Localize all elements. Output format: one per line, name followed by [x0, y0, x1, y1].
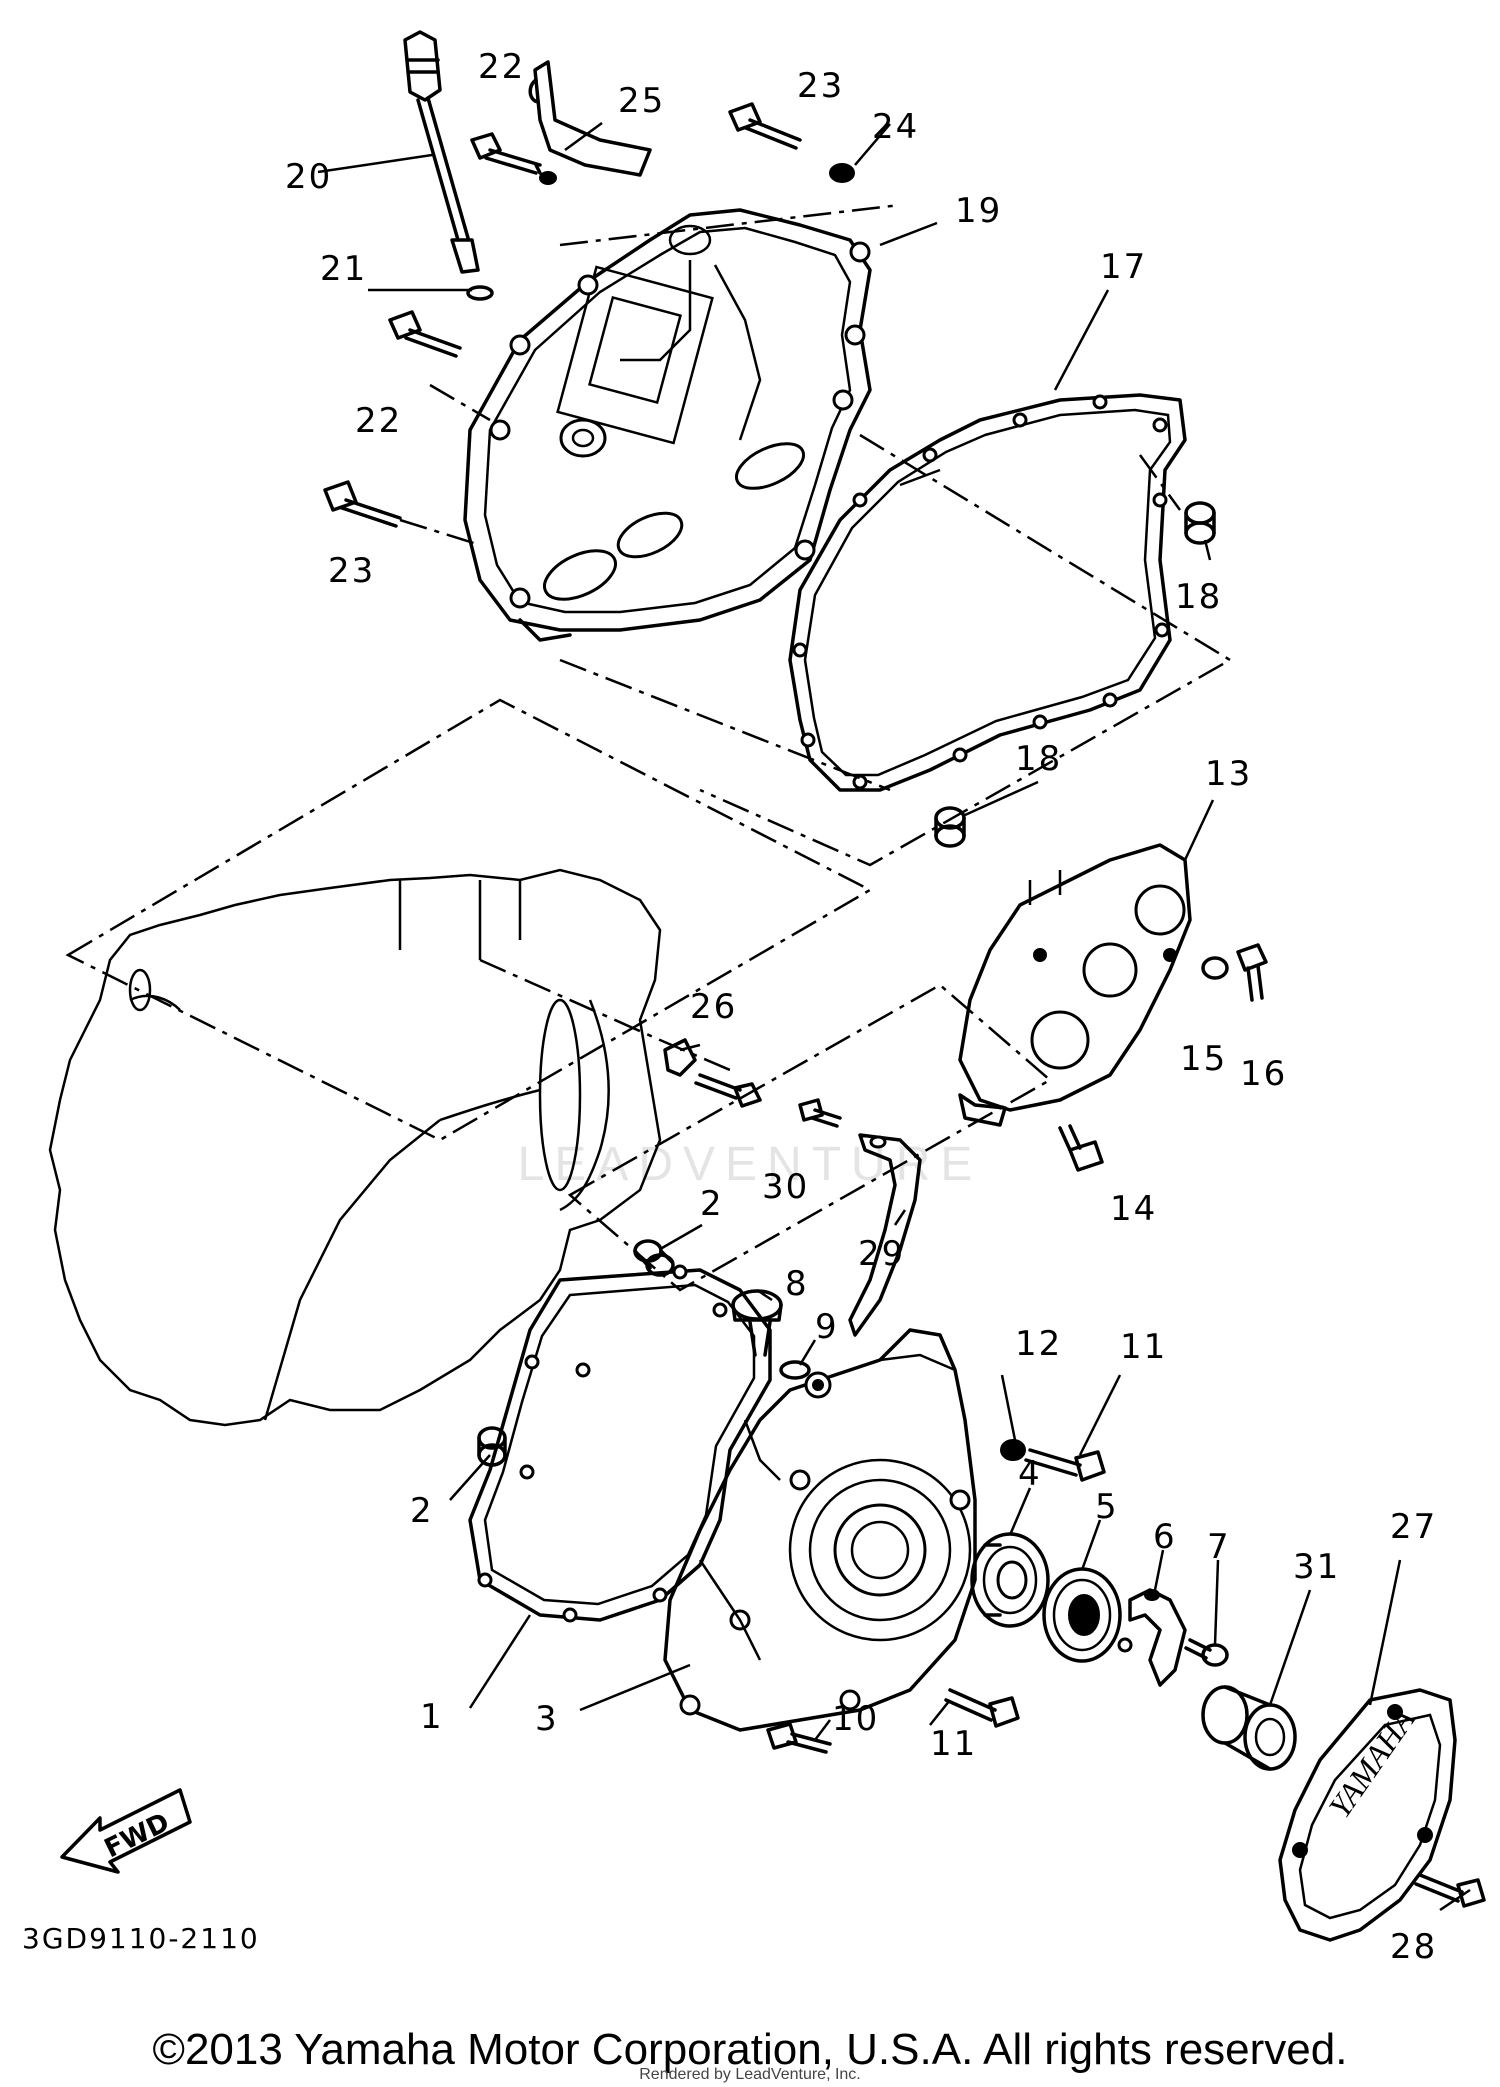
callout-31: 31 [1293, 1547, 1340, 1587]
callout-1: 1 [420, 1697, 444, 1737]
callout-22-upper: 22 [478, 47, 525, 87]
callout-29: 29 [858, 1234, 905, 1274]
o-ring-9 [779, 1360, 811, 1380]
oil-filler-plug-8 [731, 1289, 783, 1357]
callout-4: 4 [1018, 1454, 1042, 1494]
bolt-23-lower [323, 480, 402, 528]
bolt-28 [1414, 1873, 1486, 1908]
cover-logo: YAMAHA [1321, 1701, 1422, 1824]
callout-25: 25 [618, 81, 665, 121]
callout-27: 27 [1390, 1507, 1437, 1547]
dowel-pin-18-upper [1184, 501, 1216, 545]
callout-12: 12 [1015, 1324, 1062, 1364]
oil-seal-5 [1042, 1567, 1122, 1663]
crankcase-cover-upper [463, 208, 872, 642]
callout-16: 16 [1240, 1054, 1287, 1094]
callout-21: 21 [320, 249, 367, 289]
callout-19: 19 [955, 191, 1002, 231]
callout-18-upper: 18 [1175, 577, 1222, 617]
bolt-30 [798, 1098, 842, 1128]
crankcase-cover-3 [663, 1328, 977, 1732]
dowel-pin-2-upper [633, 1239, 675, 1277]
callout-10: 10 [832, 1699, 879, 1739]
bolt-11-lower [944, 1688, 1020, 1728]
callout-23-upper: 23 [797, 66, 844, 106]
callout-23-lower: 23 [328, 551, 375, 591]
callout-13: 13 [1205, 754, 1252, 794]
washer-24 [829, 163, 855, 183]
callout-20: 20 [285, 157, 332, 197]
callout-17: 17 [1100, 247, 1147, 287]
forward-arrow: FWD [60, 1788, 192, 1874]
engine-crankcase-outline [48, 868, 662, 1427]
alignment-line-5 [559, 658, 891, 792]
o-ring-21 [466, 285, 494, 301]
copyright-notice: ©2013 Yamaha Motor Corporation, U.S.A. A… [152, 2025, 1348, 2074]
callout-18-lower: 18 [1015, 739, 1062, 779]
bearing-4 [970, 1532, 1050, 1628]
alignment-line-3 [429, 383, 491, 422]
callout-6: 6 [1153, 1517, 1177, 1557]
rendered-by-note: Rendered by LeadVenture, Inc. [639, 2066, 861, 2083]
callout-24: 24 [872, 107, 919, 147]
callout-28: 28 [1390, 1927, 1437, 1967]
diagram-reference-code: 3GD9110-2110 [22, 1922, 260, 1955]
screw-7 [1184, 1638, 1229, 1667]
bolt-22-lower [388, 310, 462, 358]
callout-22-lower: 22 [355, 401, 402, 441]
washer-12 [1000, 1439, 1026, 1461]
collar-31 [1201, 1685, 1297, 1771]
bolt-23-upper [728, 102, 802, 150]
callout-26: 26 [690, 987, 737, 1027]
callout-9: 9 [815, 1307, 839, 1347]
callout-30: 30 [762, 1167, 809, 1207]
callout-2-upper: 2 [700, 1184, 724, 1224]
bolt-11-upper [1024, 1448, 1106, 1482]
washer-15 [1201, 956, 1229, 980]
forward-arrow-label: FWD [100, 1808, 174, 1865]
retainer-plate-6 [1117, 1588, 1187, 1687]
alignment-line-6 [1138, 454, 1182, 511]
gasket-1 [468, 1264, 772, 1623]
bracket-25 [528, 60, 652, 185]
bolt-16 [1236, 943, 1268, 1002]
alignment-line-4 [399, 518, 481, 547]
alignment-line-2 [559, 203, 901, 247]
callout-7: 7 [1207, 1527, 1231, 1567]
leader-lines [317, 121, 1471, 1912]
bolt-14 [1058, 1124, 1104, 1172]
callout-2-lower: 2 [410, 1491, 434, 1531]
alignment-line-7 [479, 958, 731, 1072]
cover-27: YAMAHA [1278, 1688, 1457, 1942]
callout-8: 8 [785, 1264, 809, 1304]
callout-14: 14 [1110, 1189, 1157, 1229]
callout-11-upper: 11 [1120, 1327, 1167, 1367]
bolt-22-upper [470, 132, 542, 175]
assembly-plane-upper [65, 698, 873, 1142]
callout-numbers: 1 2 2 3 4 5 6 7 8 9 10 11 11 12 13 14 15… [285, 47, 1437, 1967]
tensioner-26 [663, 1038, 762, 1108]
callout-3: 3 [535, 1699, 559, 1739]
gasket-17 [788, 393, 1187, 792]
callout-5: 5 [1095, 1487, 1119, 1527]
dowel-pin-2-lower [477, 1426, 507, 1467]
oil-dipstick-20 [403, 30, 480, 274]
callout-11-lower: 11 [930, 1724, 977, 1764]
bolt-10 [766, 1722, 832, 1754]
sprocket-cover-13 [958, 843, 1192, 1127]
guide-29 [848, 1133, 922, 1337]
callout-15: 15 [1180, 1039, 1227, 1079]
alignment-line-1 [699, 433, 1233, 867]
